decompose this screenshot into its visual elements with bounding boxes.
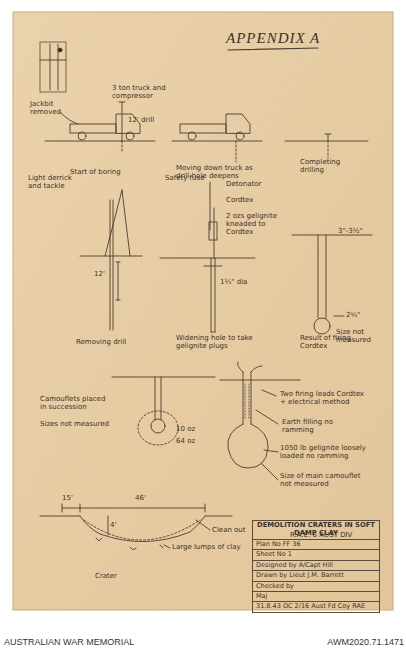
annotation: 3 ton truck and compressor <box>112 84 172 100</box>
title-block: DEMOLITION CRATERS IN SOFT DAMP CLAYPlan… <box>252 520 380 613</box>
annotation: 4' <box>110 521 126 529</box>
annotation: Clean out <box>212 526 252 534</box>
annotation: 46' <box>135 494 157 502</box>
annotation: Completing drilling <box>300 158 355 174</box>
annotation: Crater <box>95 572 135 580</box>
title-block-cell: Drawn by Lieut J.M. Barrett <box>253 570 379 580</box>
annotation: 1050 lb gelignite loosely loaded no ramm… <box>280 444 370 460</box>
annotation: Removing drill <box>76 338 146 346</box>
title-block-cell: DEMOLITION CRATERS IN SOFT DAMP CLAY <box>253 521 379 539</box>
annotation: Safety fuse <box>165 174 205 182</box>
annotation: Cordtex <box>226 196 276 204</box>
annotation: Size of main camouflet not measured <box>280 472 370 488</box>
annotation: 64 oz <box>176 437 206 445</box>
title-block-cell: Maj <box>253 591 379 601</box>
footer-text: AWM2020.71.1471 <box>318 637 404 647</box>
annotation: Earth filling no ramming <box>282 418 362 434</box>
annotation: Large lumps of clay <box>172 543 242 551</box>
footer-text: AUSTRALIAN WAR MEMORIAL <box>4 637 164 647</box>
annotation: 3"-3½" <box>338 227 378 235</box>
annotation: 12' drill <box>128 116 168 124</box>
sheet-title: APPENDIX A <box>226 30 320 47</box>
annotation: Start of boring <box>70 168 140 176</box>
annotation: 10 oz <box>176 425 206 433</box>
annotation: Two firing leads Cordtex + electrical me… <box>280 390 370 406</box>
annotation: Result of firing Cordtex <box>300 334 370 350</box>
annotation: Detonator <box>226 180 276 188</box>
title-block-cell: Checked by <box>253 581 379 591</box>
annotation: 2 ozs gelignite kneaded to Cordtex <box>226 212 286 236</box>
title-block-cell: 31.8.43 OC 2/16 Aust Fd Coy RAE <box>253 601 379 611</box>
annotation: 15' <box>62 494 82 502</box>
annotation: Widening hole to take gelignite plugs <box>176 334 256 350</box>
annotation: 12' <box>94 270 114 278</box>
title-block-cell: Designed by A/Capt Hill <box>253 560 379 570</box>
annotation: 2¼" <box>346 311 368 319</box>
annotation: 1¼" dia <box>220 278 260 286</box>
title-block-cell: Sheet No 1 <box>253 549 379 559</box>
annotation: Camouflets placed in succession <box>40 395 110 411</box>
annotation: Sizes not measured <box>40 420 110 428</box>
title-block-cell: Plan No FF 36 <box>253 539 379 549</box>
annotation: Light derrick and tackle <box>28 174 76 190</box>
annotation: Jackbit removed <box>30 100 66 116</box>
